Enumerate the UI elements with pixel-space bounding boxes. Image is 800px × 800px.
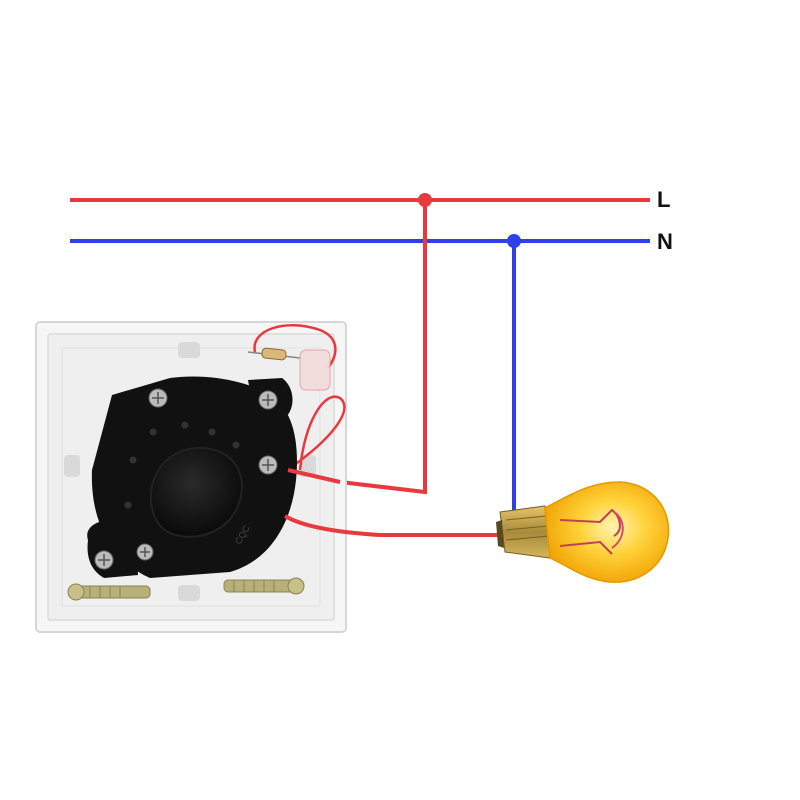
mount-slot-left xyxy=(64,455,80,477)
live-drop-wire xyxy=(339,200,427,495)
dimmer-output-wire xyxy=(283,514,505,537)
dimmer-screw-bottom xyxy=(136,543,154,561)
mount-slot-right xyxy=(300,455,316,477)
dimmer-input-wire xyxy=(287,468,341,484)
light-bulb xyxy=(496,481,670,583)
dimmer-internal-wire xyxy=(289,395,346,471)
resistor-component xyxy=(247,324,337,391)
dimmer-screw-top xyxy=(148,388,168,408)
mounting-screw-right xyxy=(223,577,305,595)
mount-slot-bottom xyxy=(178,585,200,601)
dimmer-knob xyxy=(150,446,243,538)
dimmer-screw-right-top xyxy=(258,390,278,410)
rotary-dimmer: CQC xyxy=(87,376,297,578)
neutral-line-label: N xyxy=(657,229,673,254)
bulb-base xyxy=(499,505,551,559)
neutral-junction-dot xyxy=(507,234,521,248)
live-junction-dot xyxy=(418,193,432,207)
dimmer-screw-bottom-left xyxy=(94,550,114,570)
bulb-glass xyxy=(544,481,670,583)
live-line-label: L xyxy=(657,187,671,212)
bulb-filament xyxy=(559,508,621,555)
dimmer-screw-right xyxy=(258,455,278,475)
mounting-screw-left xyxy=(67,583,151,601)
mount-slot-top xyxy=(178,342,200,358)
